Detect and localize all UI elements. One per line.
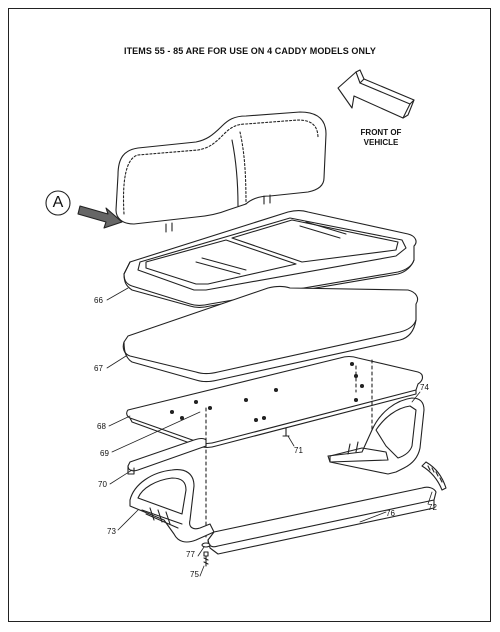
callout-72: 72: [428, 503, 437, 512]
callout-68: 68: [97, 422, 106, 431]
base-rail-76: [207, 486, 437, 555]
callout-75: 75: [190, 570, 199, 579]
trim-strip-72: [421, 461, 447, 491]
seat-foam-67: [122, 285, 419, 383]
view-a-marker: [45, 190, 71, 216]
front-of-vehicle-line1: FRONT OF: [360, 128, 402, 137]
callout-69: 69: [100, 449, 109, 458]
seat-cushion-66: [123, 209, 417, 309]
seat-bracket-73: [129, 469, 215, 543]
screw-75: [203, 551, 209, 567]
front-of-vehicle-label: FRONT OF VEHICLE: [346, 128, 416, 148]
washer-77: [201, 542, 211, 548]
view-a-arrow-icon: [77, 205, 123, 229]
callout-73: 73: [107, 527, 116, 536]
callout-74: 74: [420, 383, 429, 392]
callout-67: 67: [94, 364, 103, 373]
mounting-rail-70: [127, 437, 207, 475]
leader-lines: [106, 287, 433, 577]
seat-back: [115, 111, 327, 233]
alignment-lines: [205, 359, 373, 541]
callout-77: 77: [186, 550, 195, 559]
front-of-vehicle-line2: VEHICLE: [363, 138, 399, 147]
callout-66: 66: [94, 296, 103, 305]
diagram-frame: [8, 8, 491, 622]
callout-71: 71: [294, 446, 303, 455]
view-a-label: A: [52, 194, 64, 211]
callout-76: 76: [386, 509, 395, 518]
callout-70: 70: [98, 480, 107, 489]
front-arrow-icon: [337, 69, 415, 119]
bolt-71: [282, 427, 290, 437]
seat-bracket-74: [327, 397, 425, 475]
models-note: ITEMS 55 - 85 ARE FOR USE ON 4 CADDY MOD…: [123, 46, 376, 56]
